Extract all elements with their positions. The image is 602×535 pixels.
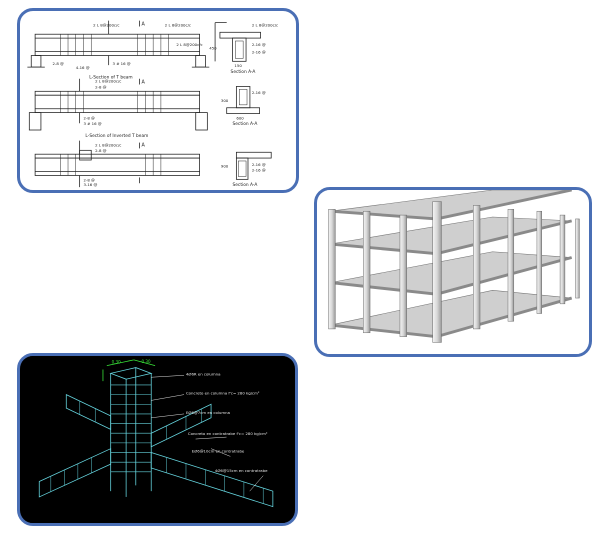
- dimension-label: 0.30: [142, 359, 151, 364]
- joint-drawing-svg: 0.30 0.30 4Ø6R en columna Concreto en co…: [21, 356, 294, 523]
- inverted-t-beam-label: 300: [221, 98, 229, 103]
- l-beam-label: 2 L 8@200c/c: [95, 142, 121, 147]
- frame-render-svg: [318, 190, 588, 354]
- joint-drawing-panel: 0.30 0.30 4Ø6R en columna Concreto en co…: [17, 353, 298, 526]
- l-beam-section-label: Section A-A: [233, 182, 258, 188]
- dimension-label: 0.30: [112, 360, 121, 365]
- t-beam-label: 2-8 @: [53, 61, 65, 66]
- beam-drawing-svg: 2 L 8@200c/c 2-8 @ 3 # 16 @ 2 L 8@200c/c…: [27, 20, 278, 188]
- inverted-t-beam-caption: L-Section of Inverted T beam: [85, 133, 148, 139]
- callout-label: EØ6@7cm en columna: [186, 410, 231, 415]
- l-beam-marker: A: [142, 142, 146, 148]
- callout-label: 4Ø6R en columna: [186, 371, 221, 376]
- column-rebar: [109, 367, 153, 497]
- inverted-t-beam-label: 2-8 @: [95, 84, 107, 89]
- callout-label: Concreto en contratrabe f'c= 280 kg/cm²: [188, 431, 268, 436]
- inverted-t-beam-label: 2-8 @: [83, 115, 95, 120]
- t-beam-elevation: [27, 20, 210, 68]
- t-beam-label: 2 L 8@200c/c: [165, 22, 191, 27]
- callout-label: EØ6@10cm en contratrabe: [192, 449, 245, 454]
- t-beam-label: 4-16 @: [76, 65, 90, 70]
- inverted-t-beam-section-label: Section A-A: [233, 121, 258, 127]
- inverted-t-beam-label: 2-16 @: [252, 90, 266, 95]
- l-beam-label: 2-16 @: [252, 162, 266, 167]
- inverted-t-beam-marker: A: [142, 80, 146, 86]
- t-beam-label: 2 L 8@200c/c: [93, 22, 119, 27]
- dimension-lines: [102, 359, 156, 382]
- l-beam-section: [235, 151, 272, 180]
- beam-drawing-panel: 2 L 8@200c/c 2-8 @ 3 # 16 @ 2 L 8@200c/c…: [17, 8, 299, 193]
- frame-beams: [330, 190, 573, 339]
- t-beam-section: [214, 22, 261, 62]
- l-beam-label: 2-8 @: [95, 148, 107, 153]
- inverted-t-beam-elevation: [28, 78, 208, 131]
- l-beam-elevation: [34, 140, 200, 188]
- l-beam-label: 2-8 @: [83, 177, 95, 182]
- frame-columns: [328, 201, 580, 343]
- callout-label: Concreto en columna f'c= 280 kg/cm²: [186, 391, 260, 396]
- inverted-t-beam-label: 600: [236, 115, 244, 120]
- leader-lines: [151, 375, 264, 492]
- t-beam-label: 3 # 16 @: [113, 61, 131, 66]
- t-beam-label: 2-16 @: [252, 50, 266, 55]
- t-beam-label: 2 L 8@200c/c: [252, 22, 278, 27]
- t-beam-marker: A: [142, 22, 146, 28]
- inverted-t-beam-label: 2 L 8@200c/c: [95, 79, 121, 84]
- l-beam-label: 900: [221, 164, 229, 169]
- beam-rebar: [38, 394, 274, 508]
- t-beam-caption: L-Section of T beam: [89, 75, 132, 81]
- inverted-t-beam-label: 3 # 16 @: [83, 121, 101, 126]
- l-beam-label: 2-16 @: [252, 168, 266, 173]
- t-beam-label: 2-16 @: [252, 42, 266, 47]
- l-beam-label: 3-16 @: [83, 182, 97, 187]
- t-beam-label: 150: [234, 63, 242, 68]
- t-beam-label: 450: [209, 46, 217, 51]
- callout-label: 4Ø6@15cm en contratrabe: [215, 468, 268, 473]
- inverted-t-beam-section: [226, 86, 260, 114]
- frame-render-panel: [314, 187, 592, 357]
- t-beam-section-label: Section A-A: [231, 69, 256, 75]
- t-beam-label: 2 L 8@200c/c: [176, 42, 202, 47]
